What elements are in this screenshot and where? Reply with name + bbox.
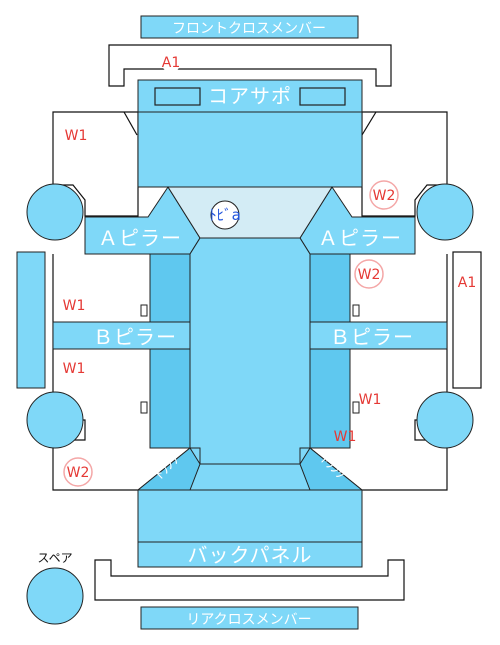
core-support[interactable] (137, 79, 363, 113)
left-b-pillar[interactable] (52, 321, 191, 350)
right-b-pillar[interactable] (309, 321, 448, 350)
rear-cross-member-label: リアクロスメンバー (186, 612, 311, 628)
mark-w1-right-rear-door: W1 (359, 392, 382, 408)
front-cross-member-label: フロントクロスメンバー (172, 21, 326, 37)
mark-w1-left-front-door: W1 (63, 298, 86, 314)
mark-w2-rear-left: W2 (67, 465, 90, 481)
left-front-wheel[interactable] (26, 183, 84, 241)
spare-tire[interactable] (26, 567, 84, 625)
windshield-mark: ﾄﾋﾞa (209, 206, 241, 224)
right-roof-rail[interactable] (309, 253, 351, 449)
left-a-pillar-label: Ａピラー (98, 226, 182, 250)
rear-bumper-frame (94, 559, 405, 601)
mark-w1-front-left: W1 (65, 128, 88, 144)
mark-w1-right-quarter: W1 (334, 429, 357, 445)
right-a-pillar-label: Ａピラー (318, 226, 402, 250)
left-roof-rail[interactable] (149, 253, 191, 449)
right-mark-a1: A1 (458, 275, 476, 291)
front-cross-member[interactable] (140, 15, 359, 39)
rear-cross-member[interactable] (140, 606, 359, 630)
spare-label: スペア (37, 551, 72, 565)
right-front-fender-outline (361, 111, 448, 217)
back-panel-label: バックパネル (188, 543, 313, 567)
core-support-label: コアサポ (208, 84, 292, 108)
right-rocker-outline (452, 251, 482, 389)
mark-w1-left-rear-door: W1 (63, 361, 86, 377)
left-rear-wheel[interactable] (26, 391, 84, 449)
left-rocker-panel[interactable] (16, 251, 46, 389)
hood[interactable] (137, 111, 363, 188)
roof[interactable] (189, 237, 311, 465)
left-b-pillar-label: Ｂピラー (93, 325, 177, 349)
right-rear-wheel[interactable] (416, 391, 474, 449)
front-mark-a1: A1 (162, 55, 180, 71)
trunk-lid[interactable] (137, 489, 363, 543)
mark-w2-right-front-door: W2 (358, 267, 381, 283)
mark-w2-front-right: W2 (373, 188, 396, 204)
front-bumper-frame (108, 44, 392, 87)
right-front-wheel[interactable] (416, 183, 474, 241)
back-panel[interactable] (137, 541, 363, 568)
right-side-outline (362, 254, 448, 491)
right-b-pillar-label: Ｂピラー (330, 325, 414, 349)
